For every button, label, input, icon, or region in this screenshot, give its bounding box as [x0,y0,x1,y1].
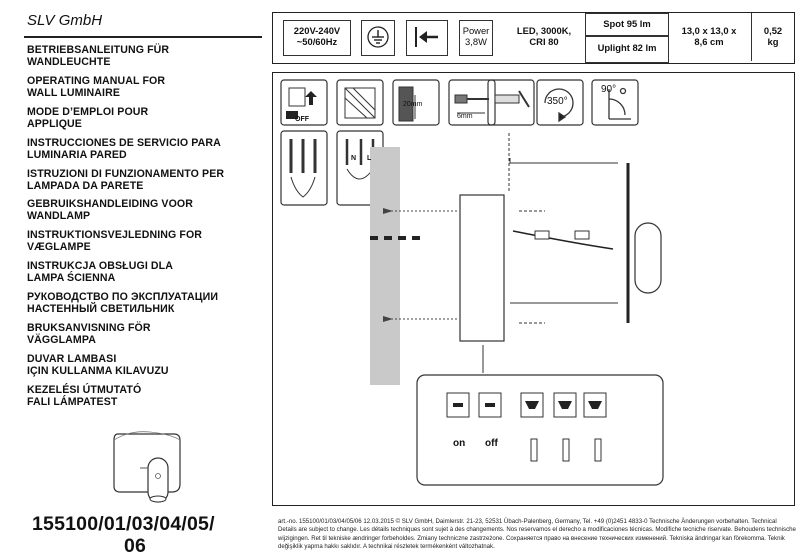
rotate-label: 350° [547,96,568,107]
terminal-n-label: N [351,155,357,162]
footer-legal: art.-no. 155100/01/03/04/05/06 12.03.201… [278,518,796,550]
product-image [113,431,181,503]
dowel-step-icon [494,90,530,108]
manual-title-line: WANDLEUCHTE [27,56,111,68]
manual-title-line: LAMPA ŚCIENNA [27,272,116,285]
led-spec: LED, 3000K,CRI 80 [516,25,572,47]
article-number-line2: 06 [124,535,147,557]
spot-lumen: Spot 95 lm [603,18,651,29]
manual-title-line: GEBRUIKSHANDLEIDING VOOR [27,198,194,211]
uplight-lumen: Uplight 82 lm [597,42,657,53]
wire-colors-step-icon [289,139,317,198]
manual-title-line: FALI LÁMPATEST [27,395,118,408]
manual-title-line: BETRIEBSANLEITUNG FÜR [27,44,170,56]
class-cell [406,20,448,56]
drill-size-label: 6mm [457,113,473,120]
manual-title-line: VÆGLAMPE [27,241,91,254]
strip-wire-step-icon [398,86,416,122]
disconnect-step-icon [344,87,376,119]
switch-panel [416,374,664,486]
manual-title-line: LUMINARIA PARED [27,148,127,161]
earth-cell [361,20,395,56]
manual-title-line: РУКОВОДСТВО ПО ЭКСПЛУАТАЦИИ [27,291,219,304]
weight-divider [751,13,752,61]
tilt-label: 90° [601,84,617,95]
brand-divider [24,36,262,38]
manual-title-line: DUVAR LAMBASI [27,352,117,365]
manual-title-line: IÇIN KULLANMA KILAVUZU [27,364,169,377]
switch-on-label: on [453,438,466,449]
manual-title-line: INSTRUCCIONES DE SERVICIO PARA [27,136,221,149]
power-cell [459,20,493,56]
manual-title-line: OPERATING MANUAL FOR [27,74,166,87]
diagram-drawing [280,79,664,486]
protective-earth-icon [367,26,389,48]
voltage-spec: 220V-240V~50/60Hz [293,25,341,47]
wall-section [370,147,400,385]
manual-title-line: KEZELÉSI ÚTMUTATÓ [27,383,142,396]
spot-cell [585,13,669,37]
article-number-line1: 155100/01/03/04/05/ [32,513,215,535]
uplight-cell [585,35,669,63]
manual-title-line: WALL LUMINAIRE [27,86,121,99]
manual-title-line: ISTRUZIONI DI FUNZIONAMENTO PER [27,167,225,180]
off-step-label: OFF [295,116,309,123]
lamp-head [634,222,662,294]
manual-title-line: APPLIQUE [27,117,82,130]
strip-length-label: 20mm [403,101,423,108]
switch-off-label: off [485,438,498,449]
manual-title-line: INSTRUKTIONSVEJLEDNING FOR [27,229,203,242]
installation-diagram: OFF 20mm 6mm 350° 90° N L on off [272,72,795,506]
voltage-cell [283,20,351,56]
article-number: 155100/01/03/04/05/ 06 [32,513,215,557]
rotate-step-icon [544,88,574,123]
power-off-step-icon [286,87,317,119]
manual-title-line: НАСТЕННЫЙ СВЕТИЛЬНИК [27,303,175,316]
mounting-plate [459,194,505,342]
tilt-step-icon [608,87,631,120]
drill-step-icon [454,94,489,114]
protection-class-icon [415,27,438,47]
manual-title-line: INSTRUKCJA OBSŁUGI DLA [27,260,174,273]
manual-title-line: MODE D’EMPLOI POUR [27,105,149,118]
terminal-l-label: L [367,155,372,162]
manual-title-line: BRUKSANVISNING FÖR [27,322,151,335]
manual-title-line: WANDLAMP [27,210,91,223]
manual-title-line: VÄGGLAMPA [27,334,96,347]
manual-title-line: LAMPADA DA PARETE [27,179,144,192]
brand-name: SLV GmbH [27,12,103,29]
